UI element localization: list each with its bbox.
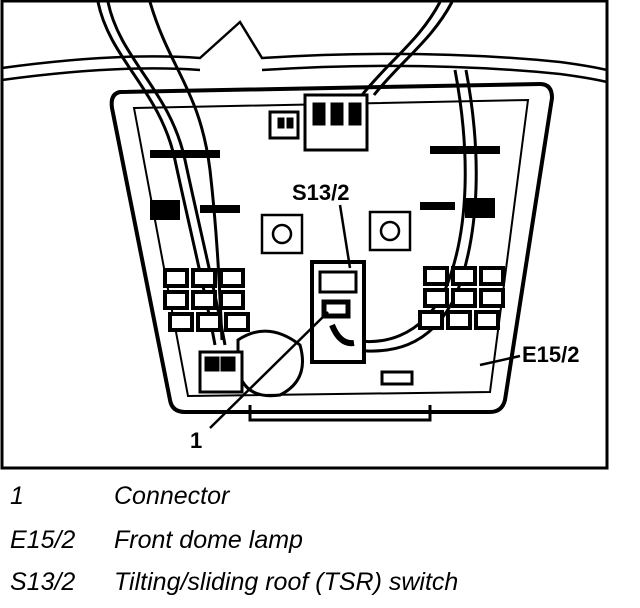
legend: 1 Connector E15/2 Front dome lamp S13/2 …: [0, 476, 640, 606]
vent-grid-right: [418, 266, 505, 330]
housing-slots: [150, 146, 500, 220]
legend-description: Front dome lamp: [114, 526, 303, 554]
roof-headliner: [1, 20, 608, 84]
vent-grid-left: [163, 268, 250, 332]
mounting-tab-left: [260, 213, 304, 255]
legend-description: Connector: [114, 482, 230, 510]
callout-tsr-switch: S13/2: [292, 180, 350, 205]
leader-lines: [209, 204, 521, 429]
bottom-clip: [248, 370, 432, 422]
dome-lamp-assembly-diagram: 1 S13/2 E15/2: [0, 0, 609, 470]
legend-code: E15/2: [10, 526, 76, 554]
callout-dome-lamp: E15/2: [522, 342, 580, 367]
bottom-connector: [198, 350, 244, 394]
legend-row: E15/2 Front dome lamp: [0, 526, 640, 566]
legend-description: Tilting/sliding roof (TSR) switch: [114, 568, 459, 596]
legend-row: S13/2 Tilting/sliding roof (TSR) switch: [0, 568, 640, 608]
top-connector-block: [268, 93, 369, 152]
tsr-switch: [310, 260, 366, 364]
legend-row: 1 Connector: [0, 482, 640, 522]
mounting-tab-right: [368, 210, 412, 252]
legend-code: 1: [10, 482, 24, 510]
legend-code: S13/2: [10, 568, 76, 596]
callout-connector: 1: [190, 428, 202, 453]
